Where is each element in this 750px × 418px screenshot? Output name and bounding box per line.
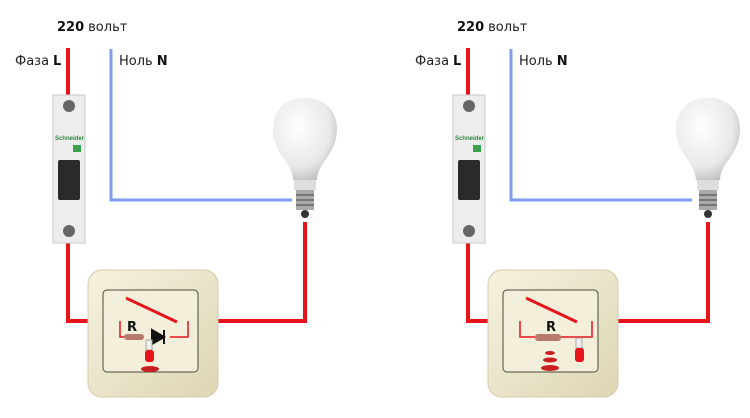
phase-label: Фаза [415,54,449,69]
resistor-label: R [546,320,556,335]
voltage-value: 220 [457,20,484,35]
switch-contact [525,296,578,324]
neutral-wire [109,49,292,202]
resistor-icon [124,334,144,340]
terminal-screw-icon [463,225,475,237]
diode-icon [151,328,166,346]
light-bulb [272,98,338,218]
wall-switch: R [487,269,619,398]
phase-letter: L [53,54,61,69]
resistor-icon [535,334,561,341]
breaker-brand: Schneider [55,136,85,142]
neutral-letter: N [157,54,168,69]
neutral-letter: N [557,54,568,69]
resistor-label: R [127,320,137,335]
led-icon [145,350,154,362]
wall-switch: R [87,269,219,398]
diagram-left: 220 вольт Фаза L Ноль N Schneider R [15,20,338,398]
terminal-screw-icon [63,100,75,112]
breaker-toggle [458,160,480,200]
neutral-wire [509,49,692,202]
wire-switch-to-lamp [178,222,307,323]
light-bulb [675,98,741,218]
voltage-unit: вольт [88,20,128,35]
wire-switch-to-lamp [578,222,710,323]
phase-label: Фаза [15,54,49,69]
phase-letter: L [453,54,461,69]
breaker-brand: Schneider [455,136,485,142]
neutral-label: Ноль [119,54,153,69]
circuit-breaker: Schneider [52,94,86,244]
voltage-value: 220 [57,20,84,35]
diagram-right: 220 вольт Фаза L Ноль N Schneider R [415,20,741,398]
circuit-breaker: Schneider [452,94,486,244]
breaker-toggle [58,160,80,200]
terminal-screw-icon [463,100,475,112]
voltage-unit: вольт [488,20,528,35]
switch-contact [125,296,178,324]
led-icon [575,348,584,362]
terminal-screw-icon [63,225,75,237]
neutral-label: Ноль [519,54,553,69]
